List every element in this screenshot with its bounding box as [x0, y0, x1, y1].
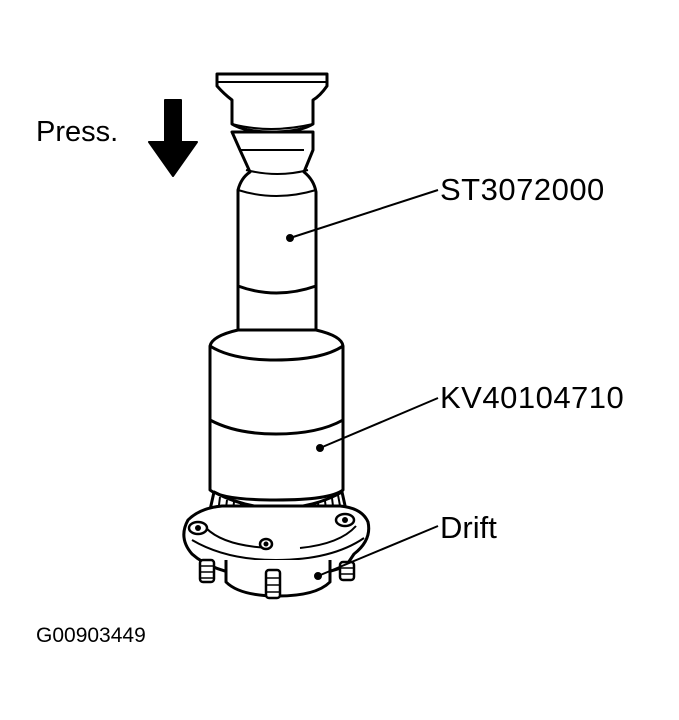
drift-label: Drift: [440, 510, 497, 545]
press-arrow-icon: [148, 99, 198, 177]
figure-id-label: G00903449: [36, 624, 146, 647]
press-label: Press.: [36, 116, 119, 148]
leader-line-ST3072000: [289, 189, 439, 239]
leader-line-KV40104710: [319, 397, 439, 449]
tool-label-KV40104710: KV40104710: [440, 380, 625, 415]
tool-body-KV40104710: [208, 328, 345, 502]
tool-label-ST3072000: ST3072000: [440, 172, 605, 207]
leader-line-drift: [317, 525, 439, 577]
shaft-ST3072000: [237, 284, 317, 295]
